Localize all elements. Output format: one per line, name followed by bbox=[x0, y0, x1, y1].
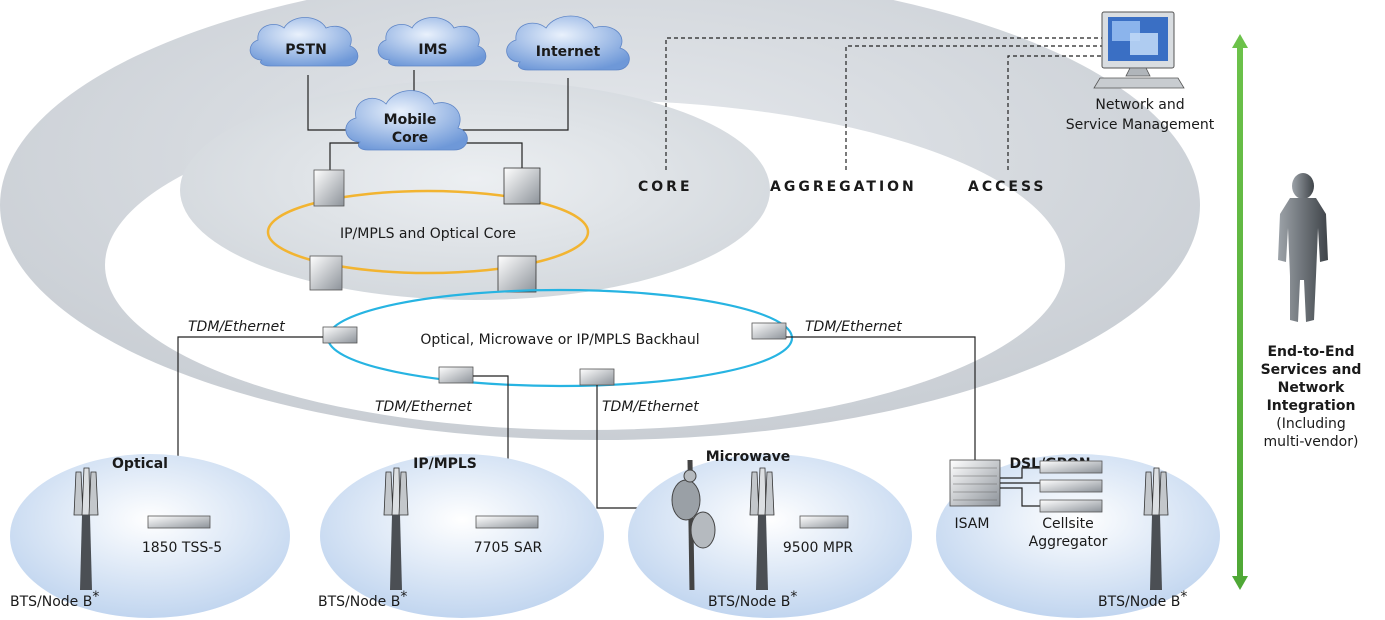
services-line-1: End-to-End bbox=[1267, 344, 1354, 360]
internet-cloud: Internet bbox=[506, 15, 630, 71]
bts-label-microwave: BTS/Node B* bbox=[708, 589, 797, 610]
bts-mark: * bbox=[1180, 589, 1187, 605]
bts-mark: * bbox=[790, 589, 797, 605]
core-router bbox=[309, 167, 541, 293]
bts-text: BTS/Node B bbox=[10, 594, 92, 610]
device-7705-sar bbox=[475, 515, 539, 529]
person-icon bbox=[1278, 173, 1328, 322]
ims-cloud: IMS bbox=[377, 17, 487, 67]
services-line-5: (Including bbox=[1276, 416, 1345, 432]
link-label-center-right: TDM/Ethernet bbox=[602, 399, 699, 415]
bts-label-ip-mpls: BTS/Node B* bbox=[318, 589, 407, 610]
device-label-ip-mpls: 7705 SAR bbox=[474, 540, 543, 556]
device-label-aggregator-1: Cellsite bbox=[1042, 516, 1093, 532]
device-label-optical: 1850 TSS-5 bbox=[142, 540, 222, 556]
layer-core: CORE bbox=[638, 179, 693, 195]
mobile-core-label-1: Mobile bbox=[384, 112, 437, 128]
management-label-2: Service Management bbox=[1066, 117, 1215, 133]
pstn-cloud: PSTN bbox=[249, 17, 359, 67]
bts-text: BTS/Node B bbox=[708, 594, 790, 610]
link-label-right: TDM/Ethernet bbox=[805, 319, 902, 335]
layer-aggregation: AGGREGATION bbox=[770, 179, 917, 195]
device-label-isam: ISAM bbox=[955, 516, 990, 532]
device-9500-mpr bbox=[799, 515, 849, 529]
core-ring bbox=[266, 189, 590, 275]
computer-icon bbox=[1093, 11, 1185, 89]
layer-access: ACCESS bbox=[968, 179, 1046, 195]
services-line-6: multi-vendor) bbox=[1264, 434, 1359, 450]
core-ring-label: IP/MPLS and Optical Core bbox=[340, 226, 516, 242]
link-label-center-left: TDM/Ethernet bbox=[375, 399, 472, 415]
device-label-microwave: 9500 MPR bbox=[783, 540, 854, 556]
device-1850-tss bbox=[147, 515, 211, 529]
ims-label: IMS bbox=[418, 42, 447, 58]
services-line-3: Network bbox=[1278, 380, 1345, 396]
bts-antenna-icon bbox=[73, 467, 1169, 590]
cellsite-aggregator bbox=[1039, 460, 1103, 513]
mobile-core-cloud: Mobile Core bbox=[345, 90, 468, 151]
device-label-aggregator-2: Aggregator bbox=[1029, 534, 1108, 550]
bts-label-dsl-gpon: BTS/Node B* bbox=[1098, 589, 1187, 610]
site-title-ip-mpls: IP/MPLS bbox=[413, 456, 477, 472]
services-line-4: Integration bbox=[1267, 398, 1356, 414]
site-title-optical: Optical bbox=[112, 456, 168, 472]
core-ellipse bbox=[180, 80, 770, 300]
isam-device bbox=[949, 459, 1001, 507]
internet-label: Internet bbox=[536, 44, 601, 60]
bts-mark: * bbox=[400, 589, 407, 605]
bts-mark: * bbox=[92, 589, 99, 605]
pstn-label: PSTN bbox=[285, 42, 327, 58]
backhaul-node bbox=[322, 322, 787, 386]
double-arrow-icon bbox=[1232, 34, 1248, 590]
backhaul-ring-label: Optical, Microwave or IP/MPLS Backhaul bbox=[420, 332, 699, 348]
site-title-microwave: Microwave bbox=[706, 449, 791, 465]
bts-label-optical: BTS/Node B* bbox=[10, 589, 99, 610]
services-line-2: Services and bbox=[1261, 362, 1362, 378]
microwave-dish-icon bbox=[671, 459, 716, 591]
bts-text: BTS/Node B bbox=[1098, 594, 1180, 610]
management-label-1: Network and bbox=[1095, 97, 1184, 113]
mobile-core-label-2: Core bbox=[392, 130, 428, 146]
bts-text: BTS/Node B bbox=[318, 594, 400, 610]
link-label-left: TDM/Ethernet bbox=[188, 319, 285, 335]
